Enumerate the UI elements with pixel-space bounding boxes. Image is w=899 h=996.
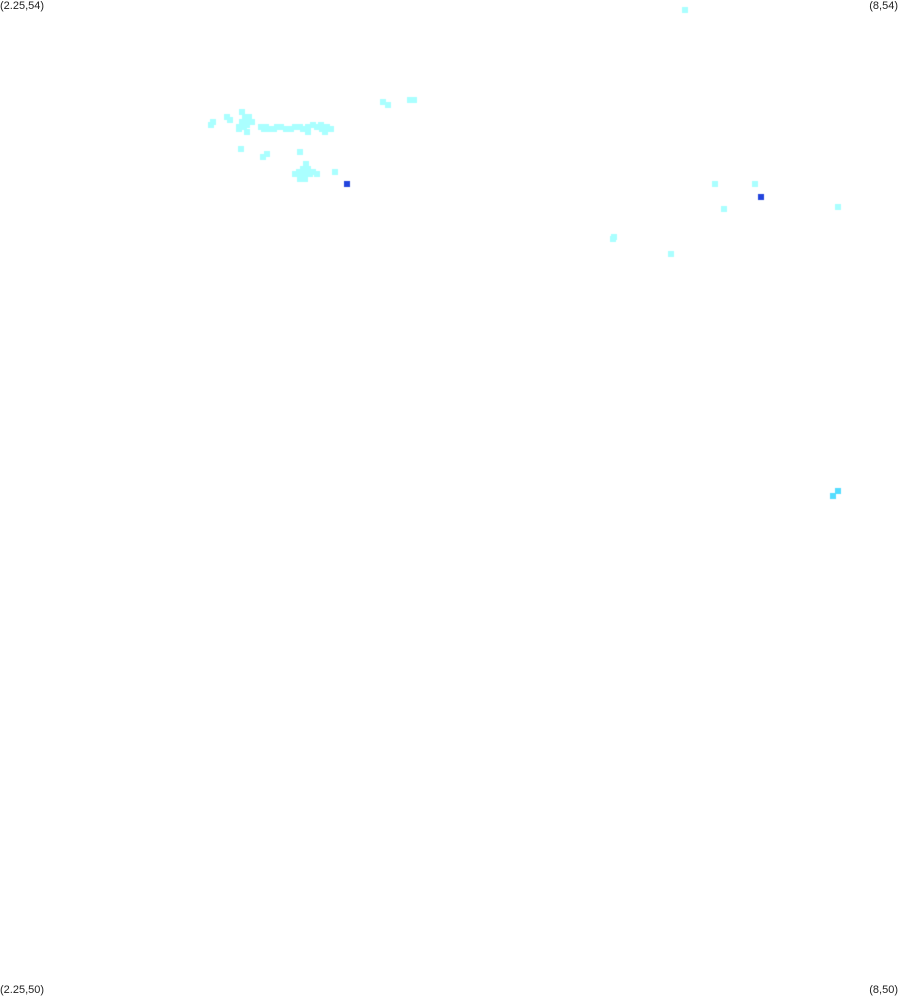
corner-label-top-right: (8,54) — [869, 0, 898, 12]
corner-label-bottom-right: (8,50) — [869, 984, 898, 996]
corner-label-top-left: (2.25,54) — [0, 0, 45, 12]
corner-label-bottom-left: (2.25,50) — [0, 984, 45, 996]
